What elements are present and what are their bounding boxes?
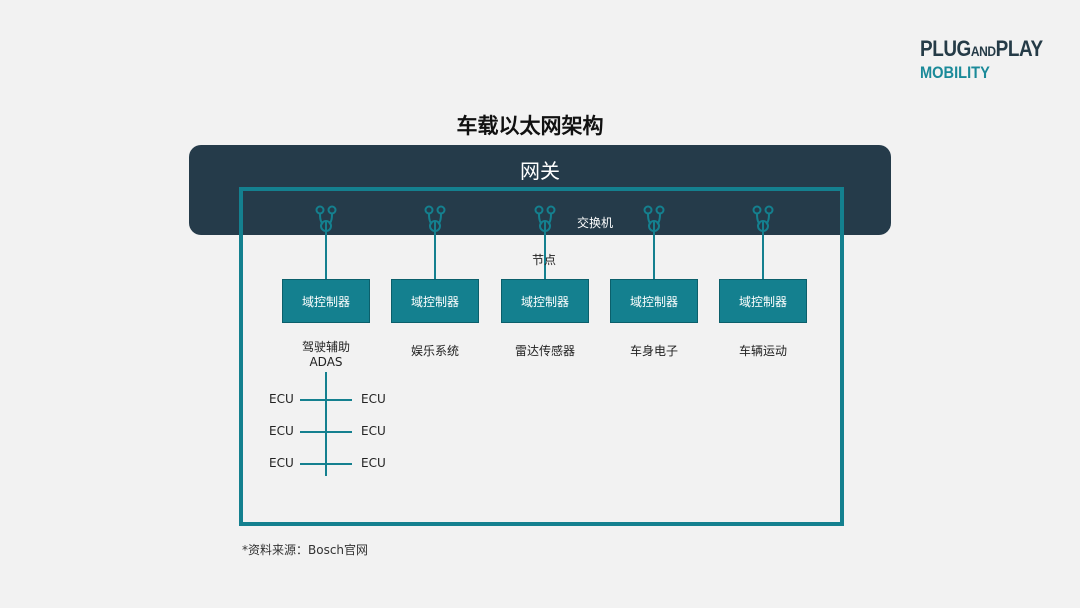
node-label: 节点: [532, 253, 557, 267]
connector-icon: [534, 205, 556, 232]
domain-controller-infotainment: 域控制器: [391, 279, 479, 323]
ecu-right-1: ECU: [361, 392, 386, 406]
ecu-left-1: ECU: [269, 392, 294, 406]
domain-name-adas-en: ADAS: [309, 355, 343, 369]
domain-name-radar: 雷达传感器: [514, 344, 575, 358]
ecu-right-3: ECU: [361, 456, 386, 470]
connector-icon: [315, 205, 337, 232]
domain-name-adas-cn: 驾驶辅助: [301, 340, 350, 354]
ecu-left-2: ECU: [269, 424, 294, 438]
domain-name-adas: 驾驶辅助 ADAS: [266, 340, 386, 370]
logo-line-1: PLUGANDPLAY: [920, 36, 1043, 61]
ecu-right-2: ECU: [361, 424, 386, 438]
source-note: *资料来源：Bosch官网: [242, 543, 369, 557]
domain-name-infotainment: 娱乐系统: [410, 344, 459, 358]
connector-icon: [643, 205, 665, 232]
domain-controller-radar: 域控制器: [501, 279, 589, 323]
domain-name-body: 车身电子: [629, 344, 678, 358]
domain-name-motion: 车辆运动: [738, 344, 787, 358]
domain-controller-body: 域控制器: [610, 279, 698, 323]
domain-controller-motion: 域控制器: [719, 279, 807, 323]
brand-logo: PLUGANDPLAY MOBILITY: [920, 36, 1063, 82]
ecu-left-3: ECU: [269, 456, 294, 470]
diagram-title: 车载以太网架构: [456, 114, 604, 138]
domain-controller-adas: 域控制器: [282, 279, 370, 323]
switch-label: 交换机: [577, 216, 614, 230]
gateway-label: 网关: [520, 159, 560, 183]
switch-frame: [239, 187, 844, 526]
connector-icon: [752, 205, 774, 232]
logo-line-2: MOBILITY: [920, 63, 990, 82]
connector-icon: [424, 205, 446, 232]
